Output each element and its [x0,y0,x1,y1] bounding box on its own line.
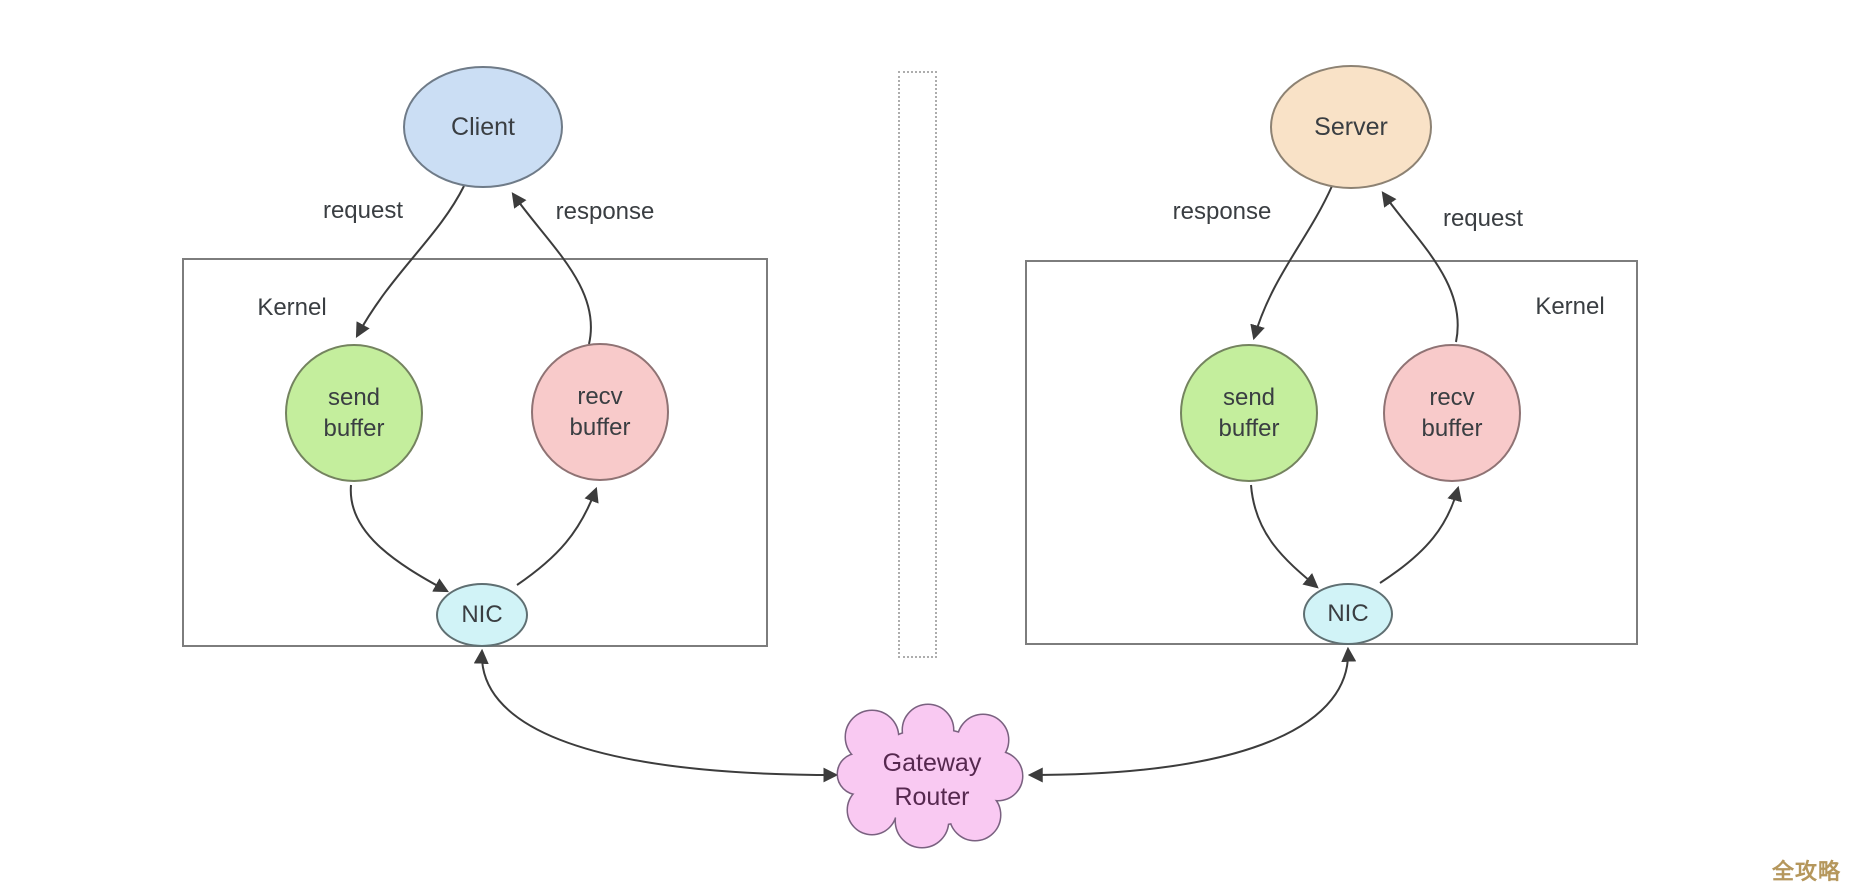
edge-recv-buffer-request-to-server [1381,191,1459,343]
client-node-label: Client [451,112,515,141]
kernel-label-client: Kernel [257,294,327,321]
nic-label: NIC [1327,600,1369,627]
server-node: Server [1270,65,1432,189]
nic-node-server: NIC [1303,583,1393,645]
watermark-text: 全攻略 [1771,859,1841,884]
send-buffer-label: send buffer [323,384,385,442]
edge-recv-buffer-response-to-client [511,192,592,345]
response-label-server: response [1172,198,1272,225]
recv-buffer-node-server: recv buffer [1383,344,1521,482]
edge-server-response-to-send-buffer [1250,185,1333,341]
edge-nic-gateway-left [473,648,839,783]
nic-label: NIC [461,601,503,628]
edge-client-request-to-send-buffer [355,185,465,338]
network-boundary-divider [898,71,937,658]
request-label-client: request [322,197,404,224]
kernel-box-server [1025,260,1638,645]
gateway-router-label: Gateway Router [882,749,982,811]
edge-nic-gateway-right [1027,646,1357,783]
send-buffer-node-client: send buffer [285,344,423,482]
response-label-client: response [555,198,655,225]
request-label-server: request [1442,205,1524,232]
edge-nic-to-recv-buffer-left [516,486,599,586]
client-node: Client [403,66,563,188]
kernel-label-server: Kernel [1535,293,1605,320]
recv-buffer-label: recv buffer [1421,384,1483,442]
edge-send-buffer-to-nic-left [349,484,449,593]
recv-buffer-node-client: recv buffer [531,343,669,481]
edge-send-buffer-to-nic-right [1250,484,1319,589]
send-buffer-node-server: send buffer [1180,344,1318,482]
edge-nic-to-recv-buffer-right [1379,485,1462,584]
send-buffer-label: send buffer [1218,384,1280,442]
server-node-label: Server [1314,112,1388,141]
recv-buffer-label: recv buffer [569,383,631,441]
nic-node-client: NIC [436,583,528,647]
gateway-router-cloud [836,703,1024,849]
